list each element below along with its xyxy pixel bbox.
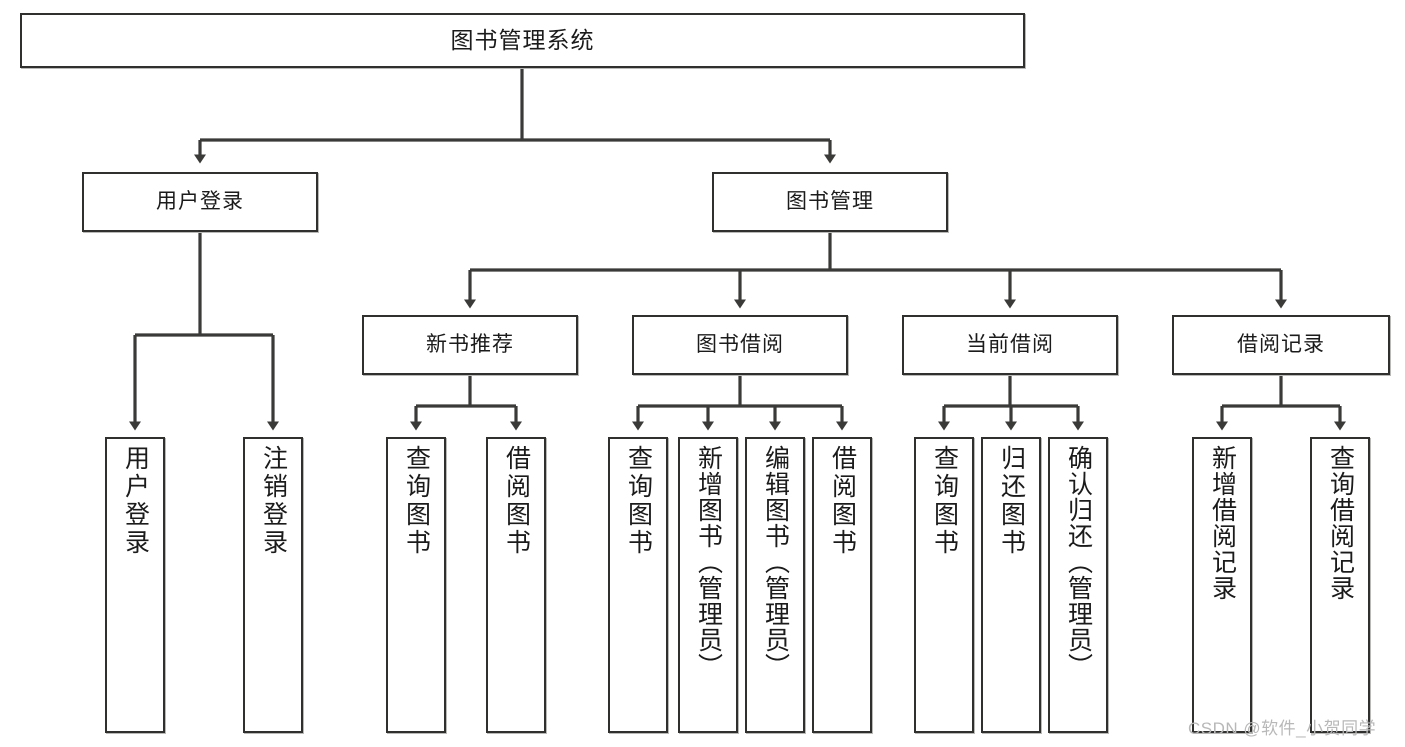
node-label: 查询图书 (624, 445, 653, 557)
node-book-management[interactable]: 图书管理 (712, 172, 948, 232)
node-label: 归还图书 (997, 445, 1026, 557)
leaf-new-book-query[interactable]: 查询图书 (386, 437, 446, 733)
node-borrow-record[interactable]: 借阅记录 (1172, 315, 1390, 375)
node-label: 图书借阅 (696, 332, 784, 356)
leaf-borrow-record-add[interactable]: 新增借阅记录 (1192, 437, 1252, 733)
csdn-watermark: CSDN @软件_小贺同学 (1188, 719, 1377, 738)
node-label: 用户登录 (156, 189, 244, 213)
node-label: 确认归还（管理员） (1064, 445, 1093, 679)
leaf-book-borrow-edit[interactable]: 编辑图书（管理员） (745, 437, 805, 733)
node-label: 查询图书 (930, 445, 959, 557)
leaf-user-login-logout[interactable]: 注销登录 (243, 437, 303, 733)
node-current-borrow[interactable]: 当前借阅 (902, 315, 1118, 375)
node-label: 查询借阅记录 (1326, 445, 1355, 601)
node-label: 用户登录 (121, 445, 150, 557)
node-new-book-recommend[interactable]: 新书推荐 (362, 315, 578, 375)
node-book-borrow[interactable]: 图书借阅 (632, 315, 848, 375)
leaf-current-borrow-query[interactable]: 查询图书 (914, 437, 974, 733)
leaf-current-borrow-confirm-return[interactable]: 确认归还（管理员） (1048, 437, 1108, 733)
node-label: 新书推荐 (426, 332, 514, 356)
node-label: 新增图书（管理员） (694, 445, 723, 679)
leaf-borrow-record-query[interactable]: 查询借阅记录 (1310, 437, 1370, 733)
leaf-book-borrow-borrow[interactable]: 借阅图书 (812, 437, 872, 733)
node-root-system[interactable]: 图书管理系统 (20, 13, 1025, 68)
node-label: 当前借阅 (966, 332, 1054, 356)
leaf-current-borrow-return[interactable]: 归还图书 (981, 437, 1041, 733)
node-label: 借阅记录 (1237, 332, 1325, 356)
node-label: 编辑图书（管理员） (761, 445, 790, 679)
node-label: 图书管理 (786, 189, 874, 213)
leaf-book-borrow-add[interactable]: 新增图书（管理员） (678, 437, 738, 733)
leaf-book-borrow-query[interactable]: 查询图书 (608, 437, 668, 733)
node-label: 借阅图书 (828, 445, 857, 557)
leaf-new-book-borrow[interactable]: 借阅图书 (486, 437, 546, 733)
node-label: 新增借阅记录 (1208, 445, 1237, 601)
node-label: 借阅图书 (502, 445, 531, 557)
node-label: 查询图书 (402, 445, 431, 557)
leaf-user-login-login[interactable]: 用户登录 (105, 437, 165, 733)
node-label: 注销登录 (259, 445, 288, 557)
node-label: 图书管理系统 (450, 26, 595, 53)
node-user-login[interactable]: 用户登录 (82, 172, 318, 232)
